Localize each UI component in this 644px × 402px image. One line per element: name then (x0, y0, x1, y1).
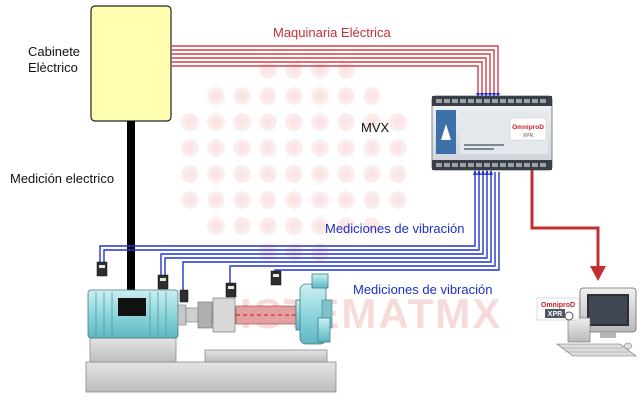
watermark-dot (285, 61, 303, 79)
watermark-dot (285, 139, 303, 157)
watermark-dot (337, 61, 355, 79)
magnifier-icon (564, 311, 574, 321)
electrical-signal-lines (172, 45, 499, 96)
watermark-dot (363, 191, 381, 209)
vibration-signal-lines (99, 172, 500, 290)
vibration-sensor-3 (179, 289, 189, 303)
watermark-dot (337, 191, 355, 209)
device-brand: OmniproD (512, 124, 544, 131)
watermark-dots (181, 61, 407, 261)
device-logo-icon (441, 124, 451, 140)
watermark-dot (207, 87, 225, 105)
watermark-dot (181, 191, 199, 209)
watermark-dot (363, 139, 381, 157)
watermark-dot (363, 165, 381, 183)
cabinet-label-line1: Cabinete (28, 44, 81, 59)
watermark-dot (207, 113, 225, 131)
watermark-dot (311, 113, 329, 131)
watermark-dot (389, 139, 407, 157)
watermark-dot (259, 139, 277, 157)
watermark-dot (233, 87, 251, 105)
watermark-dot (259, 61, 277, 79)
electrical-measurement-label: Medición electrico (10, 171, 115, 186)
watermark-dot (259, 217, 277, 235)
watermark-dot (259, 191, 277, 209)
vibration-measurements-label-2: Mediciones de vibración (353, 282, 493, 297)
electrical-cabinet (90, 5, 172, 122)
watermark-dot (285, 191, 303, 209)
watermark-dot (311, 217, 329, 235)
computer-brand: OmniproD (541, 302, 575, 309)
watermark-dot (207, 139, 225, 157)
watermark-dot (389, 191, 407, 209)
vibration-sensors (96, 261, 282, 303)
watermark-dot (311, 165, 329, 183)
watermark-dot (233, 217, 251, 235)
watermark-dot (311, 191, 329, 209)
vibration-measurements-label-1: Mediciones de vibración (325, 221, 465, 236)
watermark-dot (337, 113, 355, 131)
watermark-dot (285, 87, 303, 105)
watermark-dot (181, 139, 199, 157)
coupling-shaft (185, 297, 297, 333)
electrical-measurement-cable (127, 121, 135, 301)
mvx-device: OmniproD XPR (431, 95, 553, 171)
watermark-dot (311, 61, 329, 79)
electrical-machinery-label: Maquinaria Eléctrica (273, 25, 391, 40)
electric-motor (87, 289, 187, 339)
cabinet-label-line2: Elèctrico (28, 60, 78, 75)
watermark-dot (285, 165, 303, 183)
watermark-dot (233, 113, 251, 131)
watermark-dot (207, 191, 225, 209)
watermark-dot (311, 139, 329, 157)
centrifugal-pump (295, 273, 333, 345)
machine-skid (85, 337, 337, 393)
watermark-dot (233, 165, 251, 183)
watermark-dot (259, 243, 277, 261)
watermark-dot (337, 87, 355, 105)
watermark-dot (389, 113, 407, 131)
watermark-dot (259, 165, 277, 183)
watermark-dot (233, 191, 251, 209)
watermark-dot (337, 165, 355, 183)
watermark-dot (311, 243, 329, 261)
computer-workstation: OmniproD XPR (536, 287, 637, 357)
watermark-dot (285, 113, 303, 131)
watermark-dot (259, 87, 277, 105)
watermark-dot (233, 139, 251, 157)
watermark-dot (285, 243, 303, 261)
mvx-label: MVX (361, 120, 390, 135)
device-brand-sub: XPR (523, 133, 534, 139)
watermark-dot (337, 139, 355, 157)
watermark-dot (181, 165, 199, 183)
watermark-dot (363, 217, 381, 235)
vibration-sensor-1 (96, 261, 108, 277)
watermark-dot (207, 217, 225, 235)
watermark-dot (181, 113, 199, 131)
watermark-dot (259, 113, 277, 131)
watermark-dot (311, 87, 329, 105)
watermark-dot (363, 87, 381, 105)
watermark-dot (363, 113, 381, 131)
vibration-signal-arrowheads (473, 169, 493, 175)
computer-brand-sub: XPR (548, 311, 562, 318)
watermark-dot (285, 217, 303, 235)
vibration-sensor-2 (157, 274, 169, 290)
network-connection-arrow (530, 170, 606, 281)
vibration-sensor-4 (225, 282, 237, 298)
watermark-dot (389, 165, 407, 183)
watermark-dot (207, 165, 225, 183)
watermark-dot (337, 217, 355, 235)
vibration-sensor-5 (270, 270, 282, 286)
mouse-icon (623, 342, 633, 350)
